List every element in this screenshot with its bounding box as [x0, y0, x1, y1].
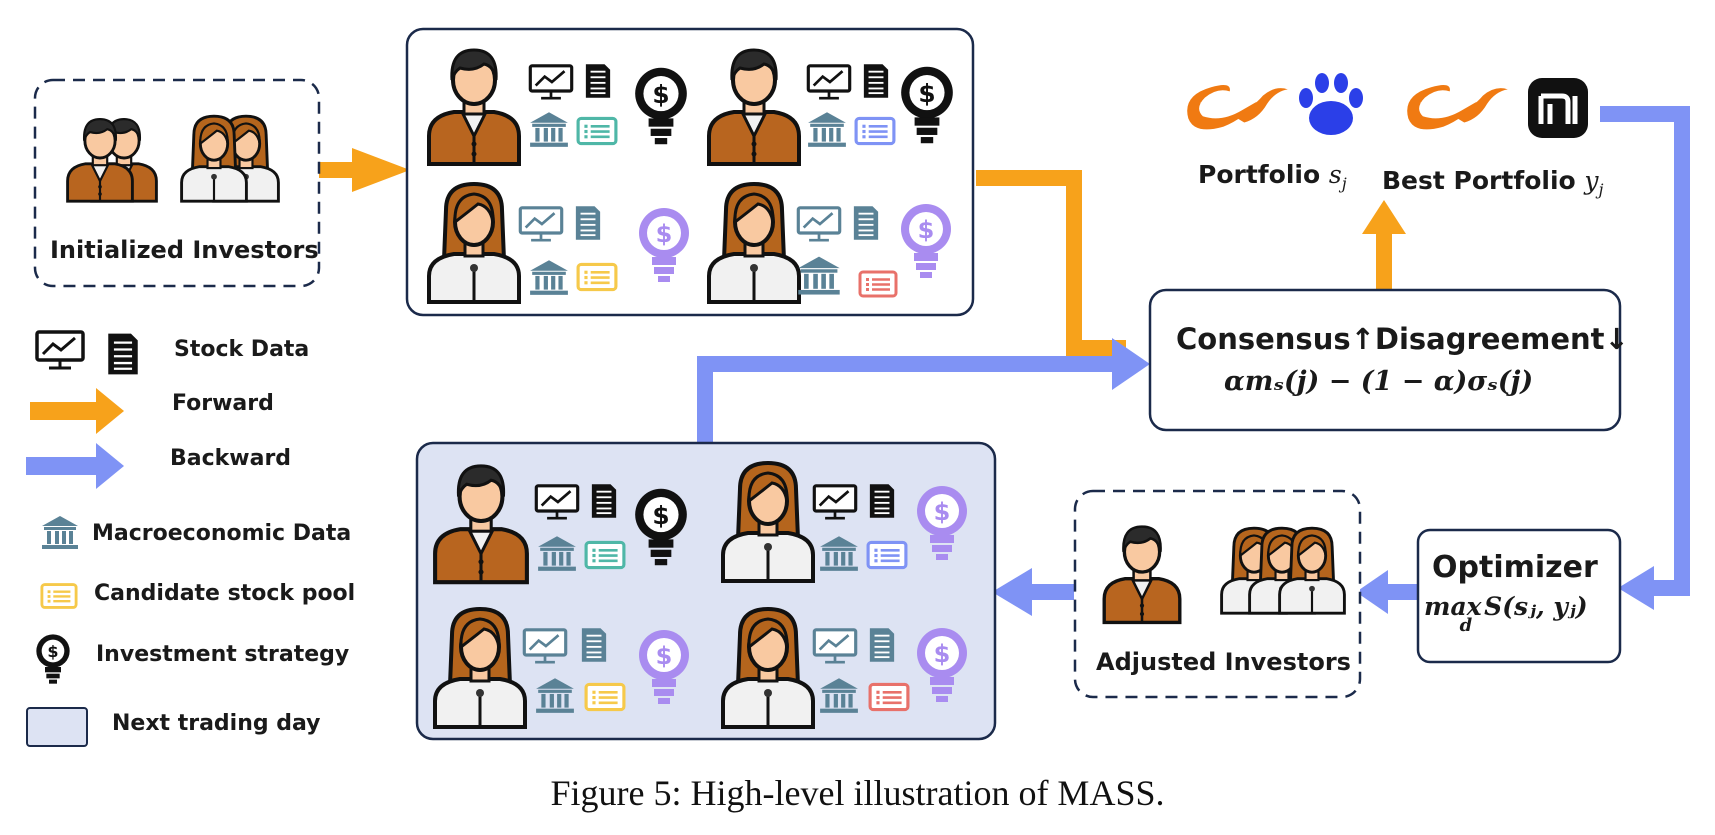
document-icon — [590, 483, 618, 519]
legend-stock-data-label: Stock Data — [174, 337, 310, 362]
legend-bank-icon — [42, 516, 78, 549]
optimizer-box — [1416, 528, 1622, 664]
backward-arrow-2 — [1356, 570, 1418, 614]
initialized-investors-label: Initialized Investors — [50, 236, 319, 264]
consensus-formula: αmₛ(j) − (1 − α)σₛ(j) — [1224, 366, 1534, 397]
legend-forward-label: Forward — [172, 391, 274, 416]
legend-pool-list-icon — [40, 583, 78, 609]
pool-list-icon — [576, 262, 618, 292]
optimizer-formula: maxdS(sⱼ, yⱼ) — [1424, 592, 1588, 636]
document-icon — [868, 483, 896, 519]
portfolio-symbol: sj — [1328, 160, 1347, 193]
document-icon — [580, 627, 608, 663]
forward-arrow-3 — [1362, 200, 1406, 292]
xiaomi-logo-icon — [1528, 78, 1588, 138]
forward-arrow-1 — [318, 148, 410, 192]
document-icon — [862, 63, 890, 99]
figure-caption: Figure 5: High-level illustration of MAS… — [550, 773, 1165, 813]
legend-stock-chart-icon — [35, 330, 85, 370]
legend-next-day-swatch — [26, 707, 88, 747]
legend-pool-label: Candidate stock pool — [94, 581, 356, 606]
legend-next-day-label: Next trading day — [112, 711, 321, 736]
pool-list-icon — [868, 682, 910, 712]
legend-backward-arrow — [26, 443, 124, 489]
legend-strategy-bulb-icon — [36, 634, 70, 684]
consensus-box — [1148, 288, 1622, 432]
pool-list-icon — [584, 540, 626, 570]
pool-list-icon — [854, 116, 896, 146]
best-portfolio-symbol: yj — [1584, 166, 1604, 199]
alibaba-logo-icon — [1186, 83, 1289, 131]
pool-list-icon — [576, 116, 618, 146]
baidu-paw-icon — [1299, 73, 1363, 135]
legend-document-icon — [107, 332, 139, 376]
pool-list-icon — [584, 682, 626, 712]
legend-macro-label: Macroeconomic Data — [92, 521, 352, 546]
backward-arrow-3 — [992, 568, 1074, 616]
legend-backward-label: Backward — [170, 446, 292, 471]
portfolio-label: Portfolio sj — [1198, 160, 1347, 193]
consensus-title: Consensus↑Disagreement↓ — [1176, 322, 1629, 356]
pool-list-icon — [858, 270, 898, 298]
document-icon — [868, 627, 896, 663]
forward-arrow-2 — [976, 170, 1126, 356]
adjusted-investors-label: Adjusted Investors — [1096, 648, 1351, 676]
best-portfolio-label: Best Portfolio yj — [1382, 166, 1604, 199]
document-icon — [584, 63, 612, 99]
backward-arrow-4 — [697, 338, 1150, 444]
document-icon — [574, 205, 602, 241]
pool-list-icon — [866, 540, 908, 570]
backward-arrow-1 — [1600, 106, 1690, 610]
investor-team-box — [405, 27, 975, 317]
optimizer-title: Optimizer — [1432, 550, 1598, 585]
legend-strategy-label: Investment strategy — [96, 642, 350, 667]
document-icon — [852, 205, 880, 241]
legend-forward-arrow — [30, 388, 124, 434]
alibaba-logo-icon — [1406, 83, 1509, 131]
